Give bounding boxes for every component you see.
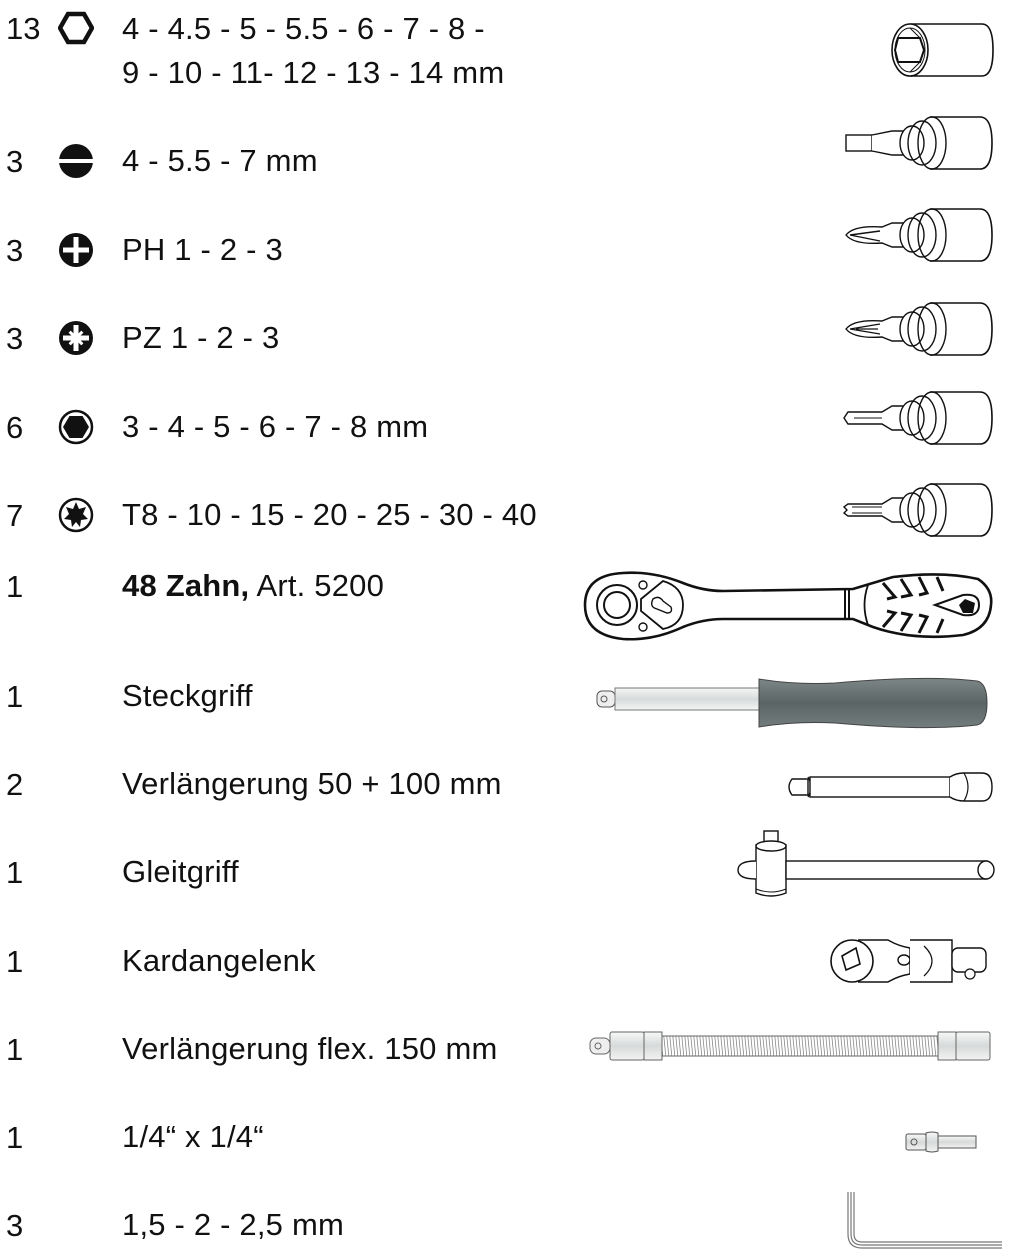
item-description-bold: 48 Zahn, [122,568,250,603]
item-description: Kardangelenk [122,943,316,978]
item-quantity: 1 [6,944,24,979]
item-description: Gleitgriff [122,854,239,889]
socket-illustration [890,20,994,80]
item-quantity: 2 [6,767,24,802]
pozidriv-bit-socket-illustration [842,299,994,359]
item-quantity: 1 [6,855,24,890]
item-quantity: 1 [6,569,24,604]
item-quantity: 6 [6,410,24,445]
slotted-bit-socket-illustration [842,113,994,173]
item-description: Verlängerung 50 + 100 mm [122,766,502,801]
item-quantity: 1 [6,1032,24,1067]
item-description-rest: Art. 5200 [249,568,385,603]
spinner-handle-illustration [595,675,991,731]
allen-key-illustration [844,1190,1004,1252]
item-quantity: 3 [6,321,24,356]
item-quantity: 1 [6,1120,24,1155]
torx-icon [58,497,94,533]
extension-bar-illustration [784,771,994,803]
item-quantity: 1 [6,679,24,714]
flexible-extension-illustration [588,1028,992,1064]
item-description: Steckgriff [122,678,253,713]
item-description: 4 - 4.5 - 5 - 5.5 - 6 - 7 - 8 - 9 - 10 -… [122,7,504,95]
universal-joint-illustration [828,936,992,986]
item-description: Verlängerung flex. 150 mm [122,1031,498,1066]
phillips-bit-socket-illustration [842,205,994,265]
item-quantity: 13 [6,11,41,46]
adapter-illustration [904,1130,980,1154]
item-description: PZ 1 - 2 - 3 [122,320,280,355]
phillips-icon [58,232,94,268]
sliding-t-handle-illustration [736,829,998,903]
hex-socket-icon [58,10,94,46]
item-description-line2: 9 - 10 - 11- 12 - 13 - 14 mm [122,55,505,90]
ratchet-illustration [583,569,995,641]
item-quantity: 7 [6,498,24,533]
hex-key-icon [58,409,94,445]
pozidriv-icon [58,320,94,356]
item-description: 3 - 4 - 5 - 6 - 7 - 8 mm [122,409,429,444]
item-quantity: 3 [6,1208,24,1243]
hex-bit-socket-illustration [842,388,994,448]
item-description: 1,5 - 2 - 2,5 mm [122,1207,344,1242]
item-description: 48 Zahn, Art. 5200 [122,564,384,608]
item-description: 4 - 5.5 - 7 mm [122,143,318,178]
item-description: T8 - 10 - 15 - 20 - 25 - 30 - 40 [122,497,537,532]
item-description-line1: 4 - 4.5 - 5 - 5.5 - 6 - 7 - 8 - [122,11,485,46]
item-description: PH 1 - 2 - 3 [122,232,283,267]
item-quantity: 3 [6,144,24,179]
slotted-icon [58,143,94,179]
item-description: 1/4“ x 1/4“ [122,1119,264,1154]
torx-bit-socket-illustration [842,480,994,540]
item-quantity: 3 [6,233,24,268]
